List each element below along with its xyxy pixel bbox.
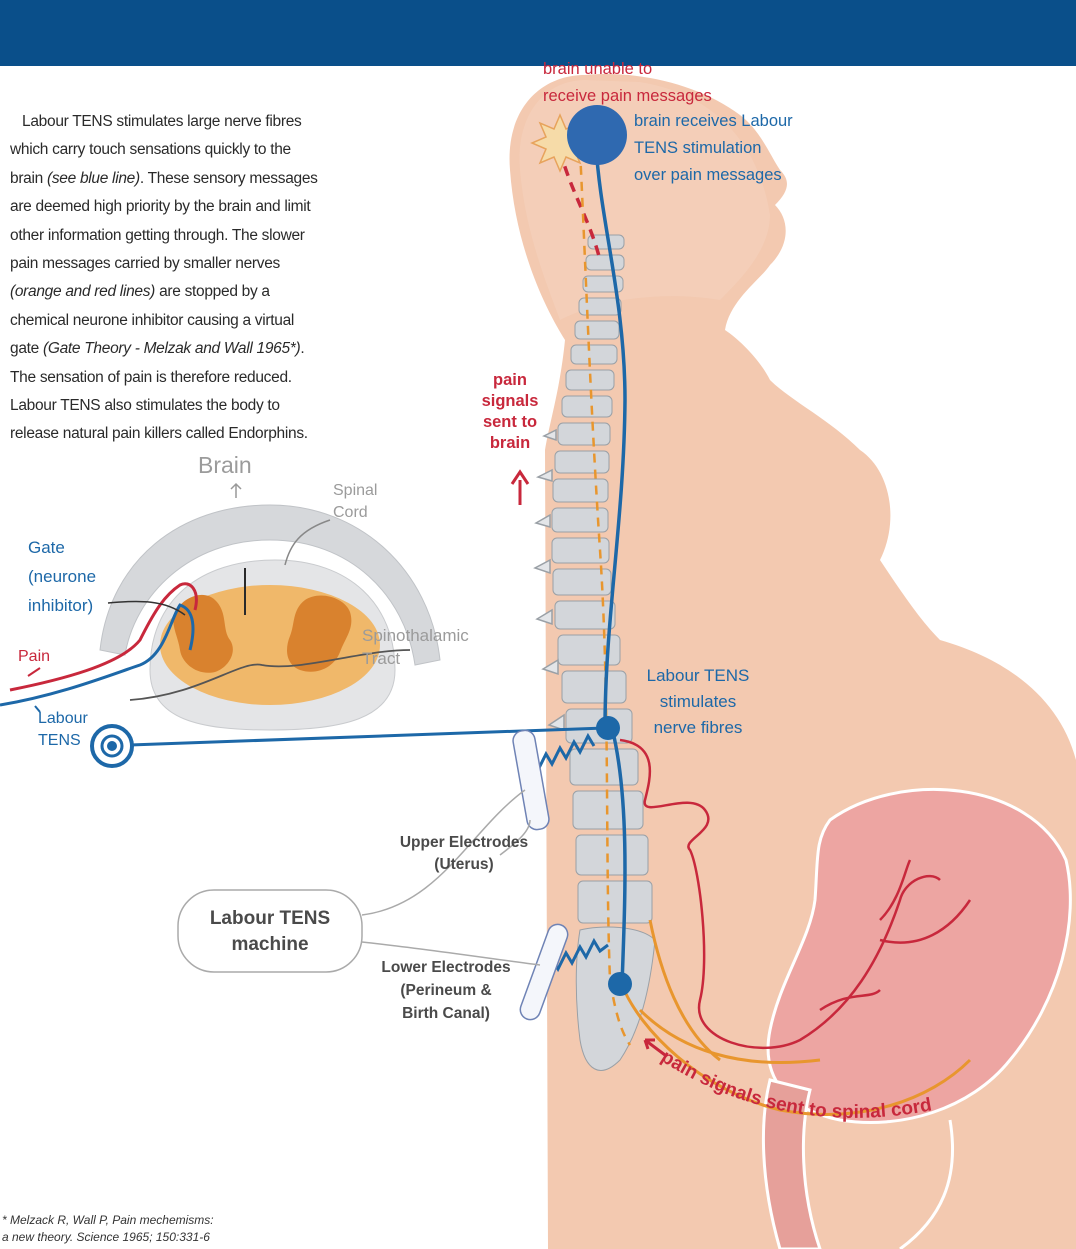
inset-brain-label: Brain [198, 452, 252, 479]
description-line: The sensation of pain is therefore reduc… [10, 364, 450, 392]
description-text: Labour TENS stimulates large nerve fibre… [10, 108, 450, 449]
brain-dot [567, 105, 627, 165]
inset-pain-pointer [28, 668, 40, 676]
inset-brain-arrow [231, 484, 241, 498]
lower-junction-dot [608, 972, 632, 996]
upper-electrode [511, 729, 550, 831]
inset-pain-label: Pain [18, 648, 50, 666]
description-line: are deemed high priority by the brain an… [10, 193, 450, 221]
description-line: release natural pain killers called Endo… [10, 420, 450, 448]
upper-junction-dot [596, 716, 620, 740]
description-line: (orange and red lines) are stopped by a [10, 278, 450, 306]
description-line: gate (Gate Theory - Melzak and Wall 1965… [10, 335, 450, 363]
description-line: chemical neurone inhibitor causing a vir… [10, 307, 450, 335]
upper-electrodes-label: Upper Electrodes(Uterus) [380, 832, 548, 876]
description-line: other information getting through. The s… [10, 222, 450, 250]
reference-citation: * Melzack R, Wall P, Pain mechemisms:a n… [2, 1212, 214, 1246]
description-line: Labour TENS stimulates large nerve fibre… [10, 108, 450, 136]
description-line: brain (see blue line). These sensory mes… [10, 165, 450, 193]
description-line: Labour TENS also stimulates the body to [10, 392, 450, 420]
lower-electrodes-label: Lower Electrodes(Perineum &Birth Canal) [362, 956, 530, 1025]
description-line: which carry touch sensations quickly to … [10, 136, 450, 164]
description-line: pain messages carried by smaller nerves [10, 250, 450, 278]
tens-target-center [107, 741, 117, 751]
